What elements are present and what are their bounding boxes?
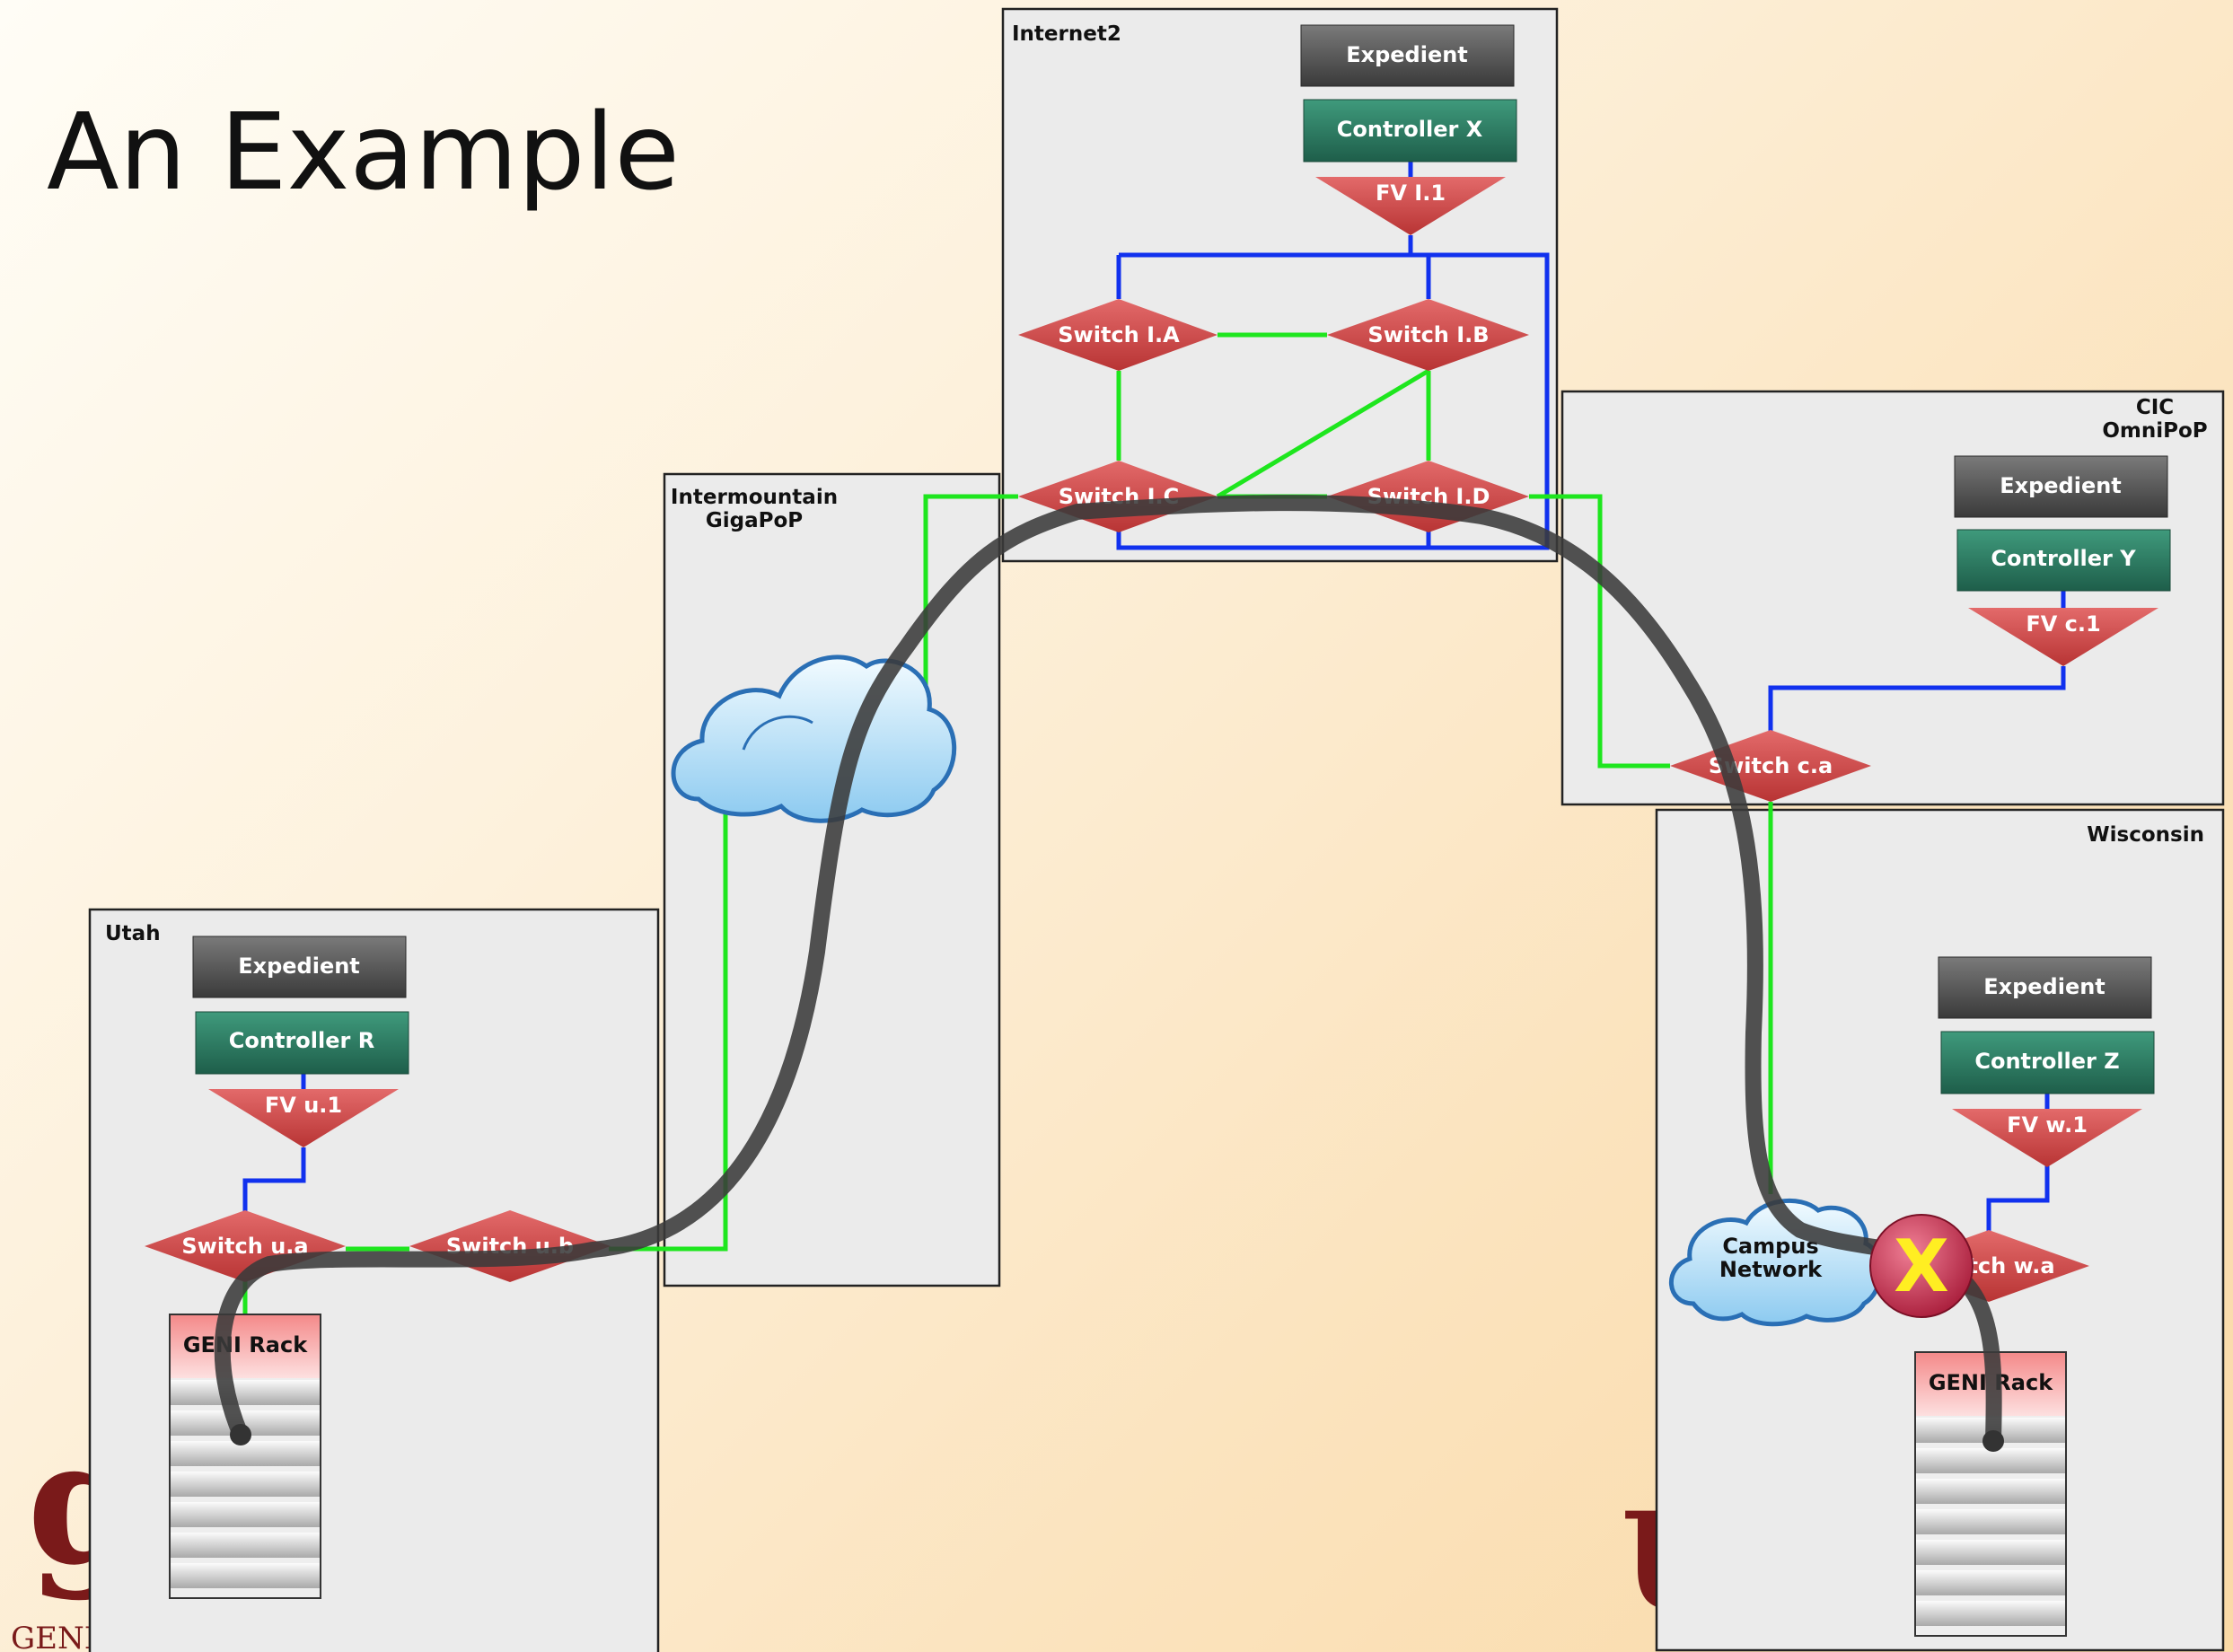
flowvisor-u1-label: FV u.1 — [265, 1093, 342, 1118]
controller-x: Controller X — [1303, 99, 1517, 163]
left-logo-text: GENI — [11, 1621, 96, 1652]
link-fv-switch-ca — [1768, 666, 2066, 732]
flowvisor-u1: FV u.1 — [208, 1089, 399, 1147]
expedient-internet2-box — [1300, 24, 1515, 87]
controller-y-label: Controller Y — [1991, 546, 2136, 571]
rack-utah-slots — [171, 1380, 320, 1588]
controller-z-box — [1940, 1031, 2155, 1094]
link-fv-switch-ua — [242, 1147, 306, 1212]
campus-network-label-2: Network — [1719, 1257, 1823, 1282]
cloud-icon — [671, 655, 957, 823]
link-intermountain-ub — [609, 810, 728, 1252]
flowvisor-i1-shape — [1315, 177, 1506, 235]
slide-title: An Example — [47, 90, 680, 214]
flowvisor-u1-shape — [208, 1089, 399, 1147]
rack-slot — [171, 1502, 320, 1527]
region-intermountain-label-1: Intermountain — [671, 486, 838, 509]
rack-slot — [1916, 1570, 2065, 1595]
rack-slot — [171, 1441, 320, 1466]
rack-slot — [171, 1533, 320, 1558]
expedient-cic: Expedient — [1954, 455, 2168, 518]
cloud-detail — [742, 715, 813, 751]
controller-z-label: Controller Z — [1974, 1049, 2119, 1074]
switch-i-b: Switch I.B — [1327, 299, 1529, 371]
rack-slot — [1916, 1479, 2065, 1504]
controller-x-box — [1303, 99, 1517, 163]
expedient-wisconsin: Expedient — [1938, 956, 2152, 1019]
expedient-internet2-label: Expedient — [1346, 42, 1468, 67]
rack-slot — [171, 1472, 320, 1497]
expedient-utah: Expedient — [192, 936, 407, 998]
expedient-cic-box — [1954, 455, 2168, 518]
flowvisor-w1: FV w.1 — [1952, 1109, 2142, 1167]
region-intermountain-label-2: GigaPoP — [706, 509, 803, 532]
region-wisconsin-label: Wisconsin — [2087, 823, 2204, 847]
flowvisor-c1: FV c.1 — [1968, 608, 2158, 666]
flowvisor-w1-shape — [1952, 1109, 2142, 1167]
flowvisor-i1-label: FV I.1 — [1376, 180, 1446, 206]
region-cic-label-1: CIC — [2136, 396, 2174, 419]
flow-path — [214, 495, 2002, 1449]
expedient-wisconsin-box — [1938, 956, 2152, 1019]
geni-rack-wisconsin: GENI Rack — [1914, 1351, 2067, 1637]
region-cic-box — [1560, 390, 2225, 806]
failure-x-icon: X — [1869, 1214, 1974, 1318]
controller-z: Controller Z — [1940, 1031, 2155, 1094]
rack-utah-header — [171, 1315, 320, 1378]
region-cic-label-2: OmniPoP — [2102, 419, 2207, 443]
region-cic: CIC OmniPoP — [1560, 390, 2225, 806]
flowvisor-c1-label: FV c.1 — [2026, 611, 2100, 637]
region-internet2-label: Internet2 — [1012, 22, 1121, 46]
rack-slot — [1916, 1601, 2065, 1626]
switch-i-b-shape — [1327, 299, 1529, 371]
expedient-internet2: Expedient — [1300, 24, 1515, 87]
rack-slot — [1916, 1540, 2065, 1565]
expedient-utah-label: Expedient — [238, 953, 360, 979]
controller-y-box — [1956, 529, 2171, 592]
failure-marker-circle — [1869, 1214, 1974, 1318]
switch-i-b-label: Switch I.B — [1367, 322, 1489, 347]
rack-slot — [171, 1563, 320, 1588]
geni-rack-utah: GENI Rack — [169, 1314, 321, 1599]
region-utah-label: Utah — [105, 922, 161, 945]
rack-utah-label: GENI Rack — [183, 1332, 308, 1358]
switch-i-a-label: Switch I.A — [1058, 322, 1180, 347]
switch-w-a-label: tch w.a — [1967, 1253, 2054, 1279]
flowvisor-w1-label: FV w.1 — [2007, 1112, 2088, 1138]
link-id-switch-ca — [1529, 494, 1670, 769]
switch-i-a: Switch I.A — [1018, 299, 1218, 371]
controller-r-box — [195, 1011, 409, 1075]
rack-slot — [171, 1380, 320, 1405]
controller-r: Controller R — [195, 1011, 409, 1075]
flowvisor-i1: FV I.1 — [1315, 177, 1506, 235]
flow-path-end — [1982, 1430, 2004, 1452]
expedient-wisconsin-label: Expedient — [1983, 974, 2106, 999]
link-fv-switch-wa — [1986, 1165, 2050, 1234]
controller-r-label: Controller R — [229, 1028, 374, 1053]
expedient-utah-box — [192, 936, 407, 998]
rack-slot — [1916, 1509, 2065, 1534]
link-ib-ic — [1216, 368, 1430, 499]
flowvisor-c1-shape — [1968, 608, 2158, 666]
expedient-cic-label: Expedient — [2000, 473, 2122, 498]
controller-x-label: Controller X — [1337, 117, 1483, 142]
link-ic-intermountain — [923, 494, 1018, 709]
failure-marker-x: X — [1894, 1225, 1949, 1308]
switch-i-a-shape — [1018, 299, 1218, 371]
rack-wisconsin-slots — [1916, 1418, 2065, 1626]
rack-slot — [1916, 1448, 2065, 1473]
controller-y: Controller Y — [1956, 529, 2171, 592]
intermountain-cloud-shape — [671, 655, 957, 823]
flow-path-start — [230, 1424, 251, 1446]
